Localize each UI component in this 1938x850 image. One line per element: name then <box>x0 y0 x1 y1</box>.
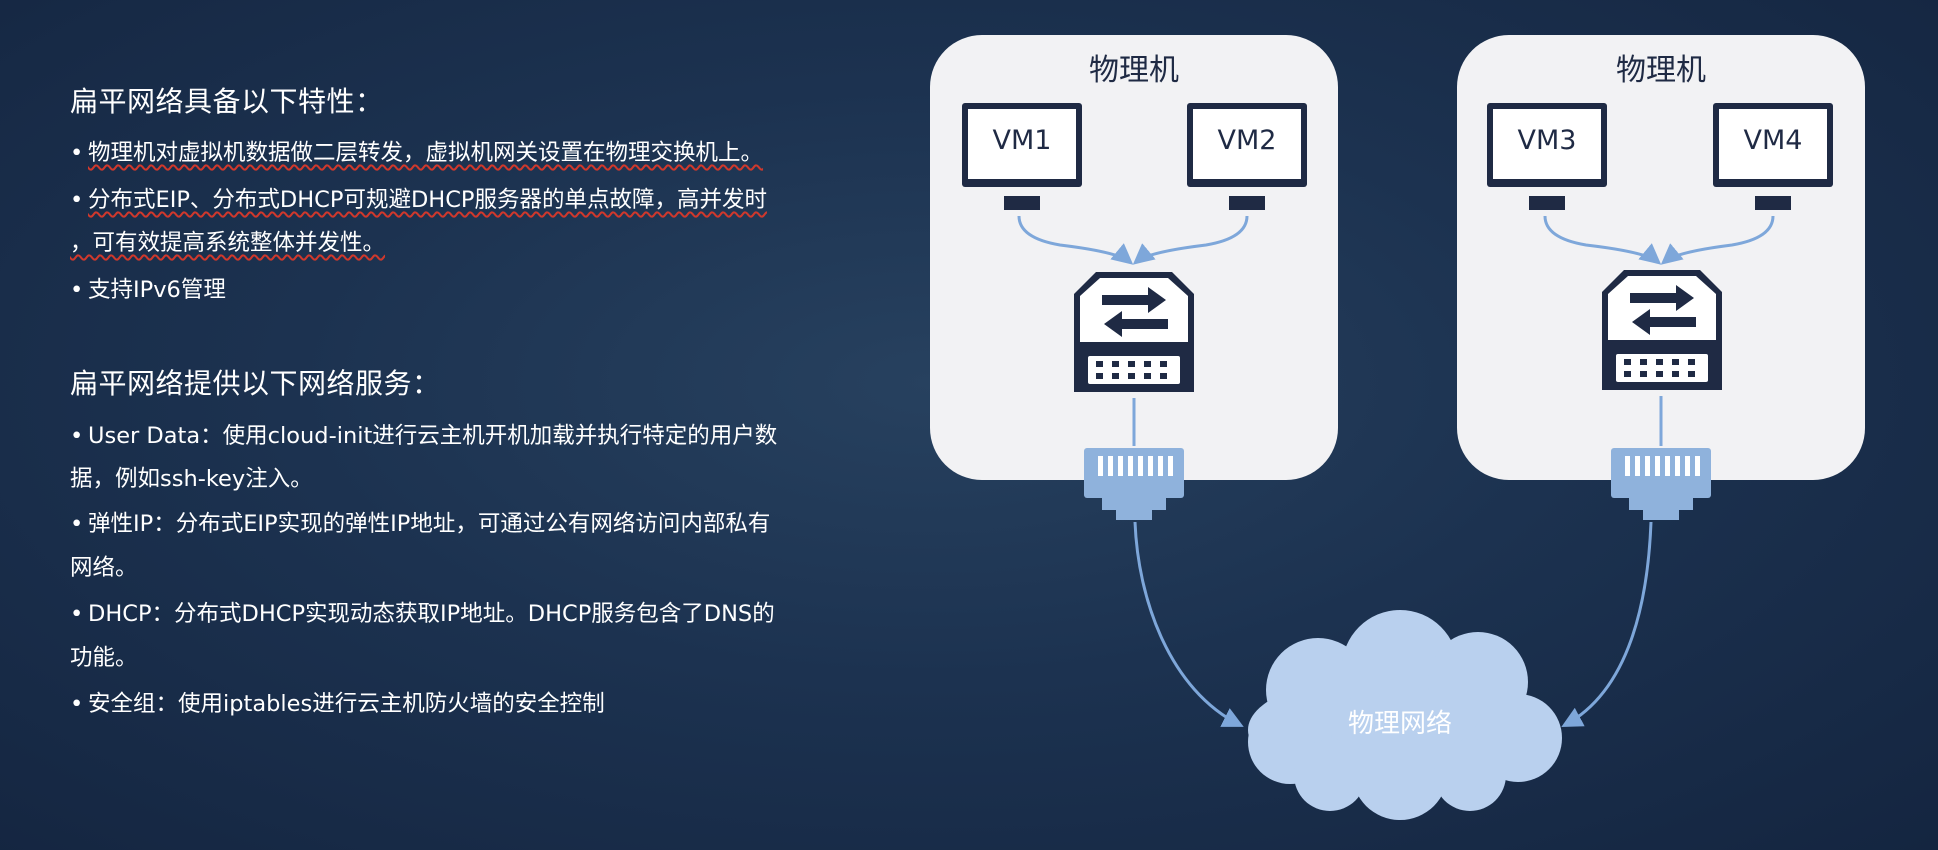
ethernet-port-icon <box>1084 448 1184 520</box>
service-item-2-continued: 网络。 <box>70 550 138 582</box>
feature-item-2-line-2: ，可有效提高系统整体并发性。 <box>70 230 386 256</box>
service-item-3: •DHCP：分布式DHCP实现动态获取IP地址。DHCP服务包含了DNS的 <box>70 596 775 628</box>
bullet-dot: • <box>70 187 84 213</box>
features-heading: 扁平网络具备以下特性： <box>70 85 384 118</box>
service-item-3-continued: 功能。 <box>70 640 138 672</box>
vm3-link <box>1543 215 1662 265</box>
service-item-2-line-1: 弹性IP：分布式EIP实现的弹性IP地址，可通过公有网络访问内部私有 <box>88 511 771 537</box>
monitor-icon: VM2 <box>1187 103 1307 210</box>
port2-to-network-link <box>1561 521 1653 727</box>
service-item-1-line-1: User Data：使用cloud-init进行云主机开机加载并执行特定的用户数 <box>88 423 778 449</box>
service-item-3-line-2: 功能。 <box>70 645 138 671</box>
service-item-2-line-2: 网络。 <box>70 555 138 581</box>
service-item-2: •弹性IP：分布式EIP实现的弹性IP地址，可通过公有网络访问内部私有 <box>70 506 770 538</box>
ethernet-port-icon <box>1611 448 1711 520</box>
bullet-dot: • <box>70 511 84 537</box>
feature-item-2-continued: ，可有效提高系统整体并发性。 <box>70 225 385 257</box>
service-item-1: •User Data：使用cloud-init进行云主机开机加载并执行特定的用户… <box>70 418 777 450</box>
physical-host-1: 物理机 VM1 VM2 <box>930 35 1338 480</box>
switch-icon <box>1602 270 1722 390</box>
vm4-link <box>1660 215 1775 265</box>
monitor-icon: VM3 <box>1487 103 1607 210</box>
bullet-dot: • <box>70 140 84 166</box>
feature-item-2-line-1: 分布式EIP、分布式DHCP可规避DHCP服务器的单点故障，高并发时 <box>88 187 767 213</box>
bullet-dot: • <box>70 277 84 303</box>
feature-item-1: •物理机对虚拟机数据做二层转发，虚拟机网关设置在物理交换机上。 <box>70 135 763 167</box>
feature-item-2: •分布式EIP、分布式DHCP可规避DHCP服务器的单点故障，高并发时 <box>70 182 767 214</box>
service-item-4: •安全组：使用iptables进行云主机防火墙的安全控制 <box>70 686 605 718</box>
bullet-dot: • <box>70 691 84 717</box>
vm2-link <box>1132 215 1249 265</box>
vm-label: VM1 <box>993 125 1052 156</box>
vm-label: VM3 <box>1518 125 1577 156</box>
monitor-icon: VM4 <box>1713 103 1833 210</box>
switch-icon <box>1074 272 1194 392</box>
feature-item-3: •支持IPv6管理 <box>70 272 226 304</box>
vm-label: VM2 <box>1218 125 1277 156</box>
monitor-icon: VM1 <box>962 103 1082 210</box>
services-heading: 扁平网络提供以下网络服务： <box>70 367 441 400</box>
host-label: 物理机 <box>1616 53 1706 88</box>
service-item-4-text: 安全组：使用iptables进行云主机防火墙的安全控制 <box>88 691 605 717</box>
service-item-3-line-1: DHCP：分布式DHCP实现动态获取IP地址。DHCP服务包含了DNS的 <box>88 601 775 627</box>
vm1-link <box>1017 215 1134 265</box>
physical-host-2: 物理机 VM3 VM4 <box>1457 35 1865 480</box>
network-label: 物理网络 <box>1348 709 1452 739</box>
feature-item-3-text: 支持IPv6管理 <box>88 277 226 303</box>
port1-to-network-link <box>1133 521 1244 727</box>
host-label: 物理机 <box>1089 53 1179 88</box>
vm-label: VM4 <box>1744 125 1803 156</box>
service-item-1-continued: 据，例如ssh-key注入。 <box>70 461 313 493</box>
bullet-dot: • <box>70 423 84 449</box>
cloud-icon: 物理网络 <box>1248 610 1562 820</box>
bullet-dot: • <box>70 601 84 627</box>
service-item-1-line-2: 据，例如ssh-key注入。 <box>70 466 313 492</box>
feature-item-1-text: 物理机对虚拟机数据做二层转发，虚拟机网关设置在物理交换机上。 <box>88 140 764 166</box>
